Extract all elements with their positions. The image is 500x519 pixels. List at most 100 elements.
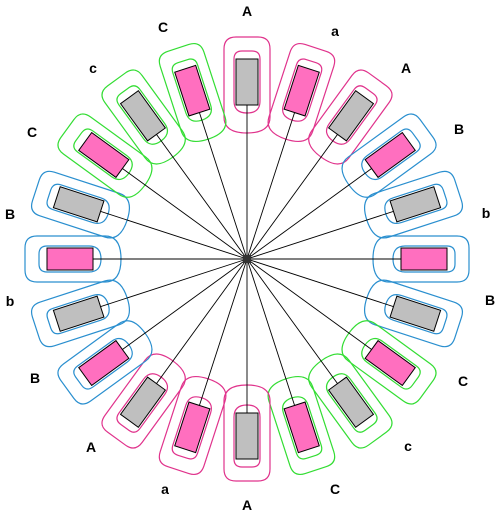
coil-loop [158,42,227,142]
coil-loop-outer [101,69,186,165]
spoke-line [143,116,248,260]
coil-loop [267,42,336,142]
coil-block [327,376,375,428]
coil-block [400,247,448,271]
label-right-2: b [482,205,491,221]
coil-loop-outer [30,170,130,239]
spoke-line [246,258,415,314]
coil-loop-outer [267,42,336,142]
coil-loop-outer [24,235,122,283]
coil-loop [223,36,271,134]
label-top-right-2: A [401,60,411,76]
coil-loop [308,69,393,165]
label-bottom-right-3: C [330,481,340,497]
coil-block [174,64,211,117]
coil-loop-inner [361,337,421,390]
coil-block [46,247,94,271]
coil-loop-inner [73,128,133,181]
coil-block [364,131,416,179]
spoke-line [246,258,302,427]
coil-loop-outer [341,113,437,198]
center-hub [243,255,251,263]
coil-loop [101,353,186,449]
coil-loop-inner [392,245,456,273]
coil-blocks [46,58,448,460]
coil-loop-inner [171,58,212,122]
coil-loop-inner [233,404,261,468]
coil-loop-outer [308,353,393,449]
label-bottom-left-1: a [161,481,169,497]
coil-loop-outer [158,376,227,476]
coil-block [52,295,105,332]
coil-block [389,186,442,223]
coil-block [174,401,211,454]
coil-block [119,90,167,142]
spoke-line [79,258,248,314]
spoke-line [246,204,415,260]
coil-loop [30,279,130,348]
coil-loop [341,320,437,405]
label-left-2: b [6,293,15,309]
coil-loop-inner [282,58,323,122]
label-left-1: B [30,370,40,386]
coil-loop [372,235,470,283]
coil-loop [341,113,437,198]
spoke-line [143,258,248,402]
coil-loop [57,320,153,405]
coil-block [52,186,105,223]
label-left-3: B [5,206,15,222]
coil-loop [364,170,464,239]
coil-loop [308,353,393,449]
coil-block [119,376,167,428]
label-top: A [242,3,252,19]
coil-block [389,295,442,332]
spoke-line [246,258,351,402]
coil-loop-outer [101,353,186,449]
spoke-line [104,258,248,363]
spoke-line [246,116,351,260]
coil-loop [57,113,153,198]
coil-loop-outer [372,235,470,283]
coil-loop-inner [38,245,102,273]
label-top-left-2: c [89,60,97,76]
coil-loop-outer [364,279,464,348]
coil-block [235,58,259,106]
spoke-line [246,258,390,363]
coil-loop-outer [30,279,130,348]
coil-loop-outer [223,36,271,134]
coil-loop-outer [267,376,336,476]
spoke-line [192,91,248,260]
coil-loop [101,69,186,165]
coil-loop [223,384,271,482]
coil-loop-inner [116,373,169,433]
coil-loop-inner [171,396,212,460]
coil-loop-outer [308,69,393,165]
coil-block [283,401,320,454]
coil-loop-inner [116,85,169,145]
label-bottom-right-1: C [458,373,468,389]
coil-loop-outer [57,113,153,198]
label-right-3: B [485,292,495,308]
coil-loop [158,376,227,476]
coil-loop [267,376,336,476]
coil-loop-outer [57,320,153,405]
coil-loop-inner [282,396,323,460]
coil-loop-outer [223,384,271,482]
coil-block [283,64,320,117]
coil-loop [24,235,122,283]
label-bottom-right-2: c [404,438,412,454]
coil-block [364,339,416,387]
coil-block [78,339,130,387]
coil-block [327,90,375,142]
coil-loop-inner [46,294,110,335]
spoke-line [246,155,390,260]
coil-loop-inner [361,128,421,181]
spokes [71,83,423,435]
coil-loop [30,170,130,239]
spoke-line [104,155,248,260]
coil-loops [24,36,470,482]
coil-loop-outer [364,170,464,239]
label-bottom-left-2: A [86,439,96,455]
coil-loop-inner [73,337,133,390]
